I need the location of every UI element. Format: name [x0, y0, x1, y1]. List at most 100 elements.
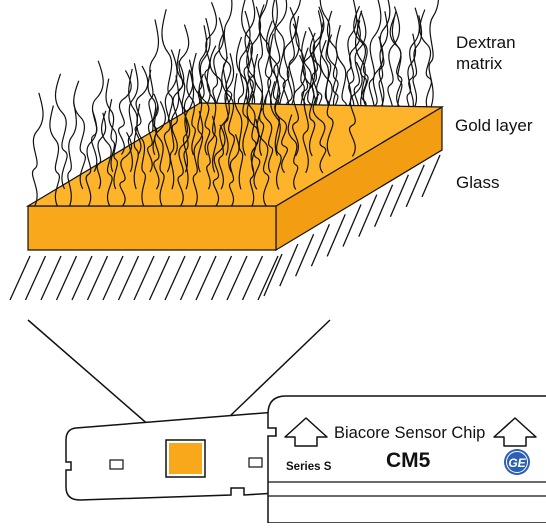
dextran-strand [67, 101, 77, 207]
glass-hatch-line [257, 255, 279, 301]
glass-hatch-line [342, 204, 362, 247]
dextran-strand [387, 6, 401, 124]
dextran-strand [326, 10, 339, 114]
dextran-strand [258, 4, 272, 114]
dextran-strand [153, 101, 166, 190]
glass-hatch-line [389, 174, 409, 218]
dextran-strand [163, 49, 178, 173]
dextran-strand [228, 134, 240, 207]
glass-hatch-line [210, 255, 233, 301]
dextran-strand [253, 53, 265, 156]
glass-hatch-line [421, 154, 441, 198]
dextran-strand [108, 98, 118, 190]
dextran-strand [136, 103, 146, 207]
zoom-line-left [27, 319, 167, 441]
dextran-strand [274, 92, 288, 174]
svg-text:GE: GE [508, 456, 526, 470]
glass-hatch-line [295, 233, 315, 277]
dextran-strand [391, 11, 403, 116]
glass-hatch-line [310, 224, 330, 267]
dextran-strand [311, 6, 325, 106]
dextran-strand [198, 73, 211, 156]
dextran-strand [91, 60, 104, 172]
dextran-strand [31, 92, 44, 207]
dextran-strand [319, 39, 334, 157]
dextran-strand [353, 6, 367, 113]
dextran-strand [171, 61, 185, 156]
glass-hatch-line [195, 255, 217, 301]
glass-hatch-line [133, 255, 155, 301]
dextran-strand [348, 61, 363, 157]
dextran-strand [161, 9, 174, 138]
dextran-strand [262, 94, 274, 173]
dextran-strand [192, 110, 204, 207]
dextran-strand [256, 107, 270, 207]
dextran-strand [204, 2, 218, 104]
sensor-chip-gold-surface [169, 443, 202, 474]
glass-hatch-line [263, 253, 283, 297]
dextran-strand [128, 68, 139, 190]
dextran-strand [147, 93, 159, 173]
dextran-strand [218, 90, 230, 190]
dextran-strand [186, 69, 196, 156]
chip-card: Biacore Sensor Chip Series S CM5 GE [267, 395, 546, 524]
glass-hatch-line [358, 194, 378, 237]
dextran-strands-back [148, 0, 440, 141]
glass-hatch-lines [9, 154, 441, 301]
chip-card-model: CM5 [386, 449, 431, 472]
glass-hatch-line [241, 255, 264, 301]
dextran-strand [119, 132, 133, 207]
dextran-strand [389, 14, 403, 107]
dextran-strand [348, 14, 361, 116]
chip-card-series: Series S [286, 461, 332, 473]
dextran-strand [241, 0, 254, 122]
dextran-strands-front [31, 33, 363, 207]
ge-logo-icon: GE [504, 449, 530, 475]
dextran-strand [378, 11, 389, 114]
dextran-strand [270, 81, 282, 190]
glass-hatch-line [117, 255, 140, 301]
dextran-strand [271, 0, 286, 122]
glass-hatch-line [405, 164, 425, 208]
chip-card-outline [267, 395, 546, 524]
dextran-strand [302, 49, 316, 174]
arrow-up-icon-left [284, 417, 328, 447]
glass-hatch-line [326, 214, 346, 257]
dextran-strand [118, 70, 132, 155]
dextran-strand [353, 10, 367, 123]
gold-slab [25, 102, 445, 252]
dextran-strand [49, 105, 60, 207]
glass-label: Glass [456, 173, 500, 192]
glass-hatch-line [71, 255, 93, 301]
dextran-strand [292, 54, 306, 157]
dextran-strand [257, 0, 268, 105]
dextran-strand [169, 75, 180, 190]
arrow-up-icon-right [493, 417, 537, 447]
glass-hatch-line [86, 255, 109, 301]
glass-hatch-line [164, 255, 186, 301]
dextran-strand [212, 17, 225, 122]
dextran-strand [54, 73, 68, 190]
dextran-strand [412, 15, 423, 107]
chip-holder [65, 411, 277, 501]
glass-hatch-line [374, 184, 394, 227]
dextran-strand [223, 53, 235, 156]
glass-hatch-line [24, 255, 47, 301]
dextran-strand [148, 19, 160, 138]
chip-card-title: Biacore Sensor Chip [334, 424, 485, 442]
dextran-strand [73, 80, 86, 190]
glass-hatch-line [148, 255, 171, 301]
dextran-strand [419, 9, 432, 112]
dextran-strand [221, 56, 235, 173]
dextran-strand [235, 36, 249, 156]
glass-hatch-line [55, 255, 78, 301]
dextran-strand [85, 110, 98, 207]
dextran-strand [326, 34, 339, 123]
glass-hatch-line [279, 243, 299, 287]
chip-holder-slot-left [109, 459, 124, 470]
dextran-strand [177, 113, 191, 207]
dextran-strand [212, 124, 226, 207]
dextran-strand [378, 0, 391, 107]
dextran-strand [153, 104, 165, 207]
